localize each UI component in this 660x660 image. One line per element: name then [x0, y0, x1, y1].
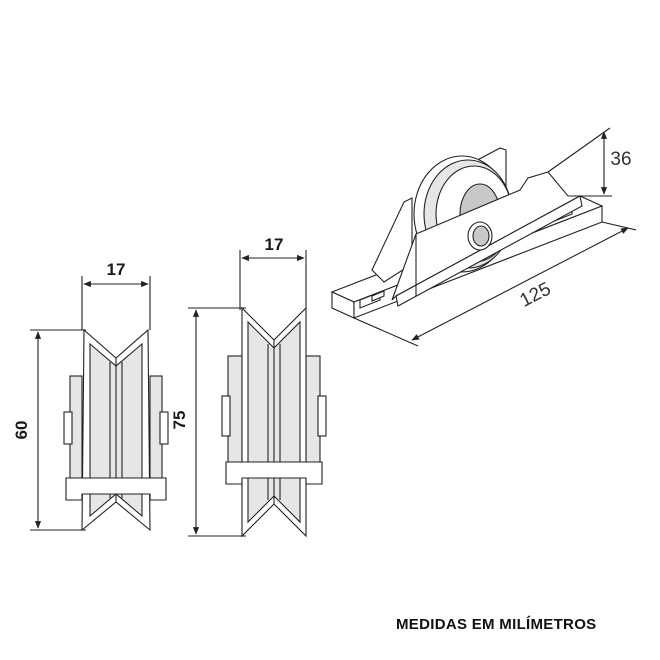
- small-roller-view: 17 60: [12, 260, 169, 532]
- small-height-dimension: 60: [12, 329, 86, 531]
- isometric-roller-view: 36 125: [330, 127, 637, 347]
- large-roller-view: 17 75: [170, 235, 327, 538]
- large-width-dimension: 17: [239, 235, 307, 310]
- large-height-dimension: 75: [170, 307, 246, 537]
- small-roller-body: [63, 328, 169, 532]
- iso-height-dimension: 36: [547, 127, 632, 197]
- large-height-label: 75: [170, 411, 189, 430]
- small-width-label: 17: [107, 260, 126, 279]
- large-width-label: 17: [265, 235, 284, 254]
- units-caption: MEDIDAS EM MILÍMETROS: [396, 616, 597, 633]
- iso-height-label: 36: [610, 149, 631, 170]
- small-width-dimension: 17: [81, 260, 151, 330]
- iso-length-label: 125: [517, 279, 555, 312]
- small-height-label: 60: [12, 421, 31, 440]
- large-roller-body: [221, 306, 327, 538]
